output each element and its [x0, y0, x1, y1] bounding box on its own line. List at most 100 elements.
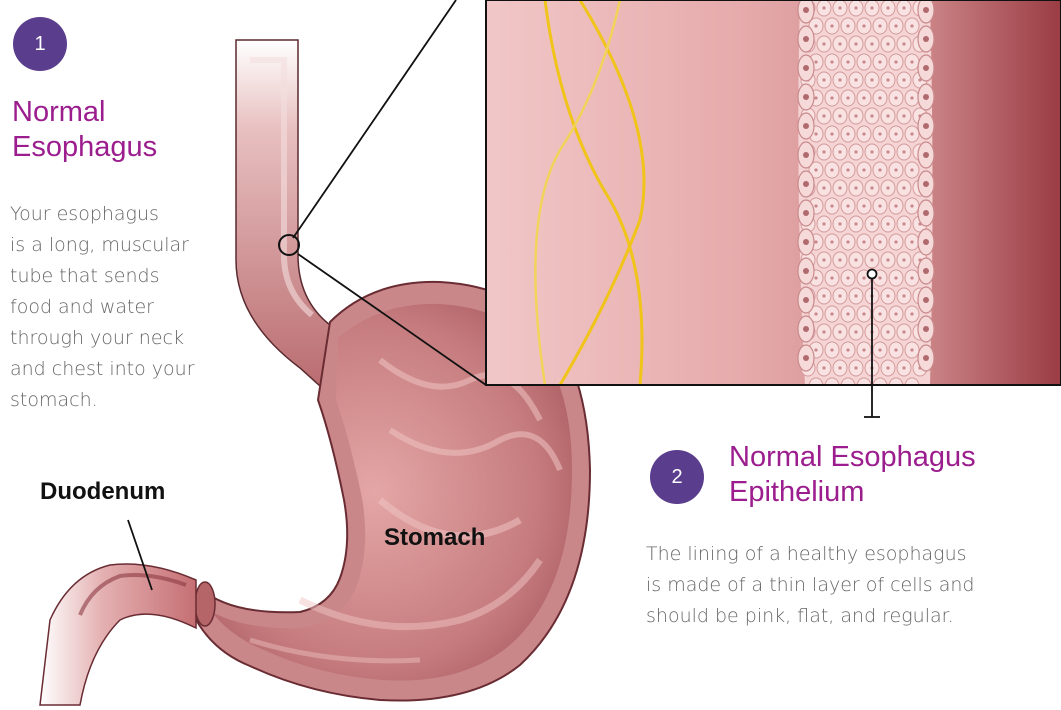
- cell-nucleus: [894, 312, 897, 315]
- cell-nucleus: [854, 222, 857, 225]
- cell-nucleus: [923, 355, 929, 361]
- cell-nucleus: [878, 96, 881, 99]
- cell-nucleus: [886, 258, 889, 261]
- cell-nucleus: [822, 330, 825, 333]
- cell-nucleus: [822, 222, 825, 225]
- cell-nucleus: [830, 96, 833, 99]
- cell-nucleus: [830, 348, 833, 351]
- cell-nucleus: [878, 168, 881, 171]
- cell-nucleus: [803, 355, 809, 361]
- cell-nucleus: [838, 78, 841, 81]
- cell-nucleus: [846, 204, 849, 207]
- cell-nucleus: [886, 186, 889, 189]
- cell-nucleus: [814, 96, 817, 99]
- cell-nucleus: [846, 96, 849, 99]
- cell-nucleus: [814, 24, 817, 27]
- cell-nucleus: [862, 168, 865, 171]
- cell-nucleus: [910, 24, 913, 27]
- cell-nucleus: [902, 78, 905, 81]
- cell-nucleus: [846, 240, 849, 243]
- cell-nucleus: [830, 312, 833, 315]
- section-2-title-line-1: Normal Esophagus: [729, 440, 976, 475]
- cell-nucleus: [923, 181, 929, 187]
- section-1-line: Your esophagus: [10, 199, 195, 230]
- magnified-view: [486, 0, 1061, 394]
- cell-nucleus: [803, 152, 809, 158]
- cell-nucleus: [923, 239, 929, 245]
- cell-nucleus: [886, 366, 889, 369]
- cell-nucleus: [838, 366, 841, 369]
- duodenum-label: Duodenum: [40, 478, 165, 506]
- cell-nucleus: [886, 294, 889, 297]
- cell-nucleus: [822, 6, 825, 9]
- cell-nucleus: [822, 114, 825, 117]
- step-2-badge: 2: [650, 450, 704, 504]
- cell-nucleus: [838, 6, 841, 9]
- cell-nucleus: [822, 78, 825, 81]
- section-2-line: is made of a thin layer of cells and: [646, 570, 974, 601]
- cell-nucleus: [846, 276, 849, 279]
- cell-nucleus: [870, 6, 873, 9]
- cell-nucleus: [894, 276, 897, 279]
- cell-nucleus: [854, 258, 857, 261]
- cell-nucleus: [923, 94, 929, 100]
- cell-nucleus: [814, 276, 817, 279]
- cell-nucleus: [838, 150, 841, 153]
- cell-nucleus: [830, 240, 833, 243]
- cell-nucleus: [862, 348, 865, 351]
- cell-nucleus: [910, 60, 913, 63]
- cell-nucleus: [886, 150, 889, 153]
- section-1-line: food and water: [10, 292, 195, 323]
- cell-nucleus: [862, 204, 865, 207]
- cell-nucleus: [822, 42, 825, 45]
- cell-nucleus: [902, 366, 905, 369]
- cell-nucleus: [894, 204, 897, 207]
- cell-nucleus: [854, 42, 857, 45]
- stomach-label: Stomach: [384, 524, 485, 552]
- cell-nucleus: [870, 222, 873, 225]
- section-1-line: is a long, muscular: [10, 230, 195, 261]
- cell-nucleus: [923, 326, 929, 332]
- cell-nucleus: [902, 150, 905, 153]
- cell-nucleus: [854, 114, 857, 117]
- cell-nucleus: [822, 150, 825, 153]
- cell-nucleus: [878, 204, 881, 207]
- cell-nucleus: [803, 65, 809, 71]
- cell-nucleus: [923, 268, 929, 274]
- cell-nucleus: [862, 276, 865, 279]
- section-2-line: should be pink, flat, and regular.: [646, 601, 974, 632]
- cell-nucleus: [822, 258, 825, 261]
- step-2-number: 2: [671, 466, 682, 489]
- cell-nucleus: [910, 204, 913, 207]
- cell-nucleus: [854, 330, 857, 333]
- cell-nucleus: [878, 276, 881, 279]
- cell-nucleus: [854, 366, 857, 369]
- section-2-title: Normal Esophagus Epithelium: [729, 440, 976, 510]
- cell-nucleus: [923, 7, 929, 13]
- cell-nucleus: [894, 348, 897, 351]
- cell-nucleus: [846, 348, 849, 351]
- cell-nucleus: [803, 36, 809, 42]
- cell-nucleus: [814, 240, 817, 243]
- cell-nucleus: [862, 96, 865, 99]
- cell-nucleus: [854, 150, 857, 153]
- cell-nucleus: [923, 210, 929, 216]
- cell-nucleus: [846, 168, 849, 171]
- section-2-line: The lining of a healthy esophagus: [646, 539, 974, 570]
- section-1-line: tube that sends: [10, 261, 195, 292]
- cell-nucleus: [854, 6, 857, 9]
- cell-nucleus: [814, 312, 817, 315]
- section-1-description: Your esophagus is a long, muscular tube …: [10, 199, 195, 416]
- cell-nucleus: [854, 78, 857, 81]
- cell-nucleus: [902, 114, 905, 117]
- cell-nucleus: [902, 258, 905, 261]
- cell-nucleus: [814, 204, 817, 207]
- duodenum: [40, 564, 196, 705]
- cell-nucleus: [902, 330, 905, 333]
- cell-nucleus: [910, 312, 913, 315]
- cell-nucleus: [803, 7, 809, 13]
- cell-nucleus: [878, 312, 881, 315]
- section-1-line: through your neck: [10, 323, 195, 354]
- cell-nucleus: [902, 42, 905, 45]
- cell-nucleus: [862, 132, 865, 135]
